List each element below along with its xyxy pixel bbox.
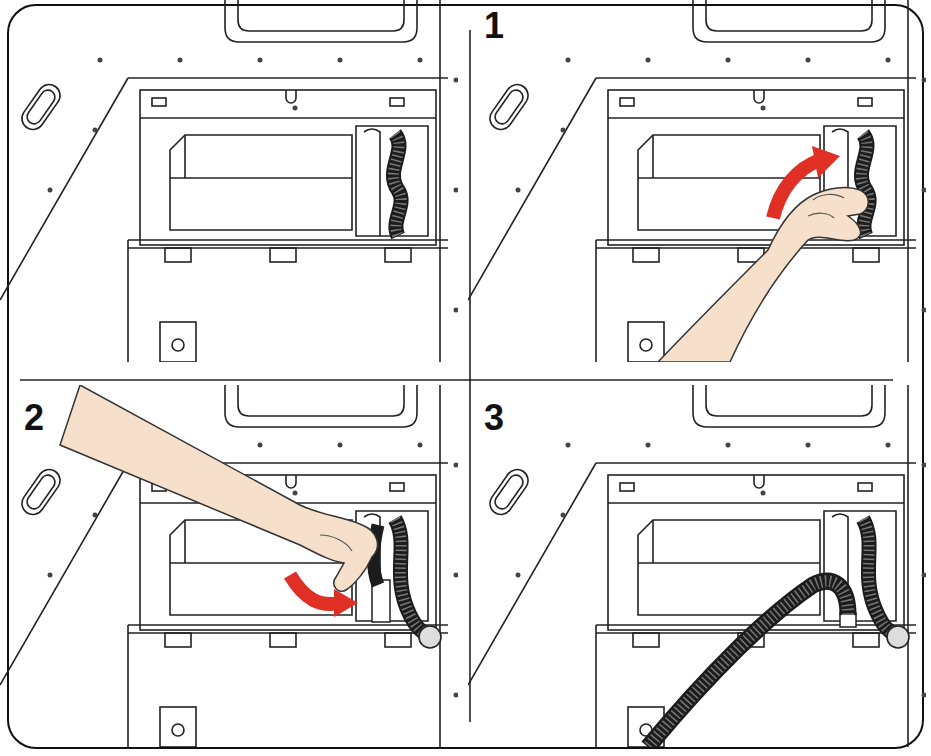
step-number: 3 — [482, 400, 506, 436]
divider — [20, 379, 893, 381]
step-number: 1 — [482, 8, 506, 44]
step-number: 2 — [22, 400, 46, 436]
panel — [0, 385, 459, 747]
panel — [468, 0, 927, 362]
panel — [468, 385, 927, 747]
panel — [0, 0, 458, 362]
frame — [8, 5, 923, 748]
divider — [469, 30, 471, 722]
